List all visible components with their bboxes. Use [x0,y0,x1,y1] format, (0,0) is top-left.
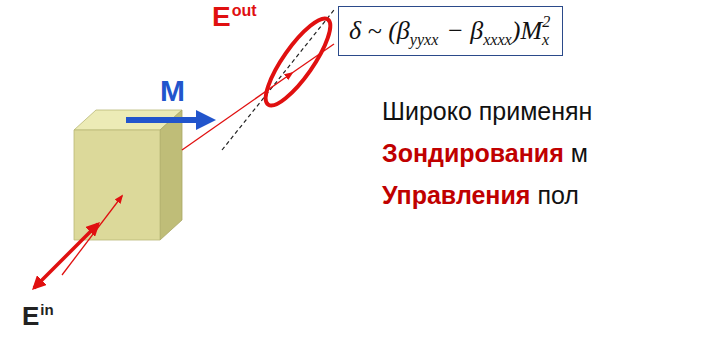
field-label: E [212,2,231,33]
text-line: Широко применян [382,98,592,126]
magnetization-arrow [126,117,198,123]
magnetization-arrowhead [196,110,216,130]
cube-side [160,110,182,240]
formula-text: 2 [542,13,550,30]
text-line: м [571,140,588,168]
formula-text: yyxx [410,31,439,48]
text-line: пол [537,182,578,210]
formula-text: xxxx [483,31,512,48]
field-label: E [22,302,39,331]
text-line: Зондирования [382,140,564,168]
dashed-axis [222,10,334,150]
cube-front [74,130,160,240]
formula-text: − β [446,16,483,45]
light-ray [182,73,292,150]
field-superscript: out [232,2,257,20]
formula-text: x [542,31,549,48]
light-ray [62,196,122,275]
polarization-arrow [34,224,98,288]
formula-text: δ ~ (β [349,16,410,45]
text-line: Управления [382,182,530,210]
field-superscript: in [40,302,53,319]
formula: δ ~ (βyyxx − βxxxx)Mx2 [349,12,550,49]
formula-box: δ ~ (βyyxx − βxxxx)Mx2 [338,6,563,56]
magnetization-label: M [160,74,185,107]
formula-text: )M [512,16,542,45]
polarization-ellipse [256,11,340,113]
